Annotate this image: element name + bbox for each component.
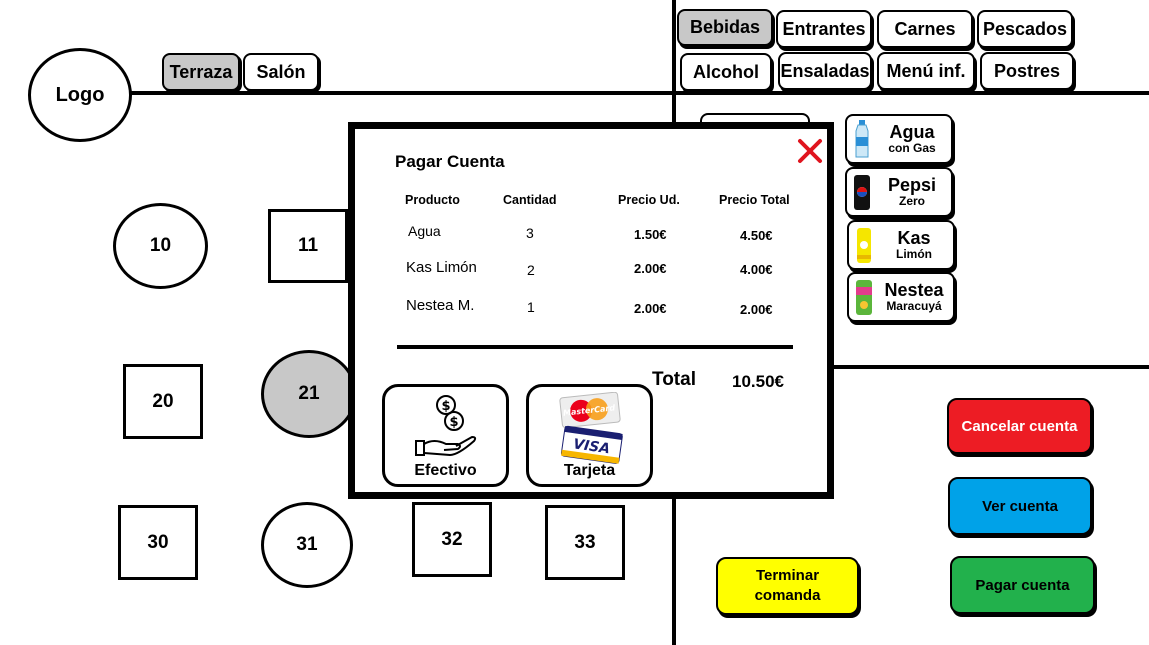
row-total-price: 2.00€ [740, 302, 773, 317]
category-pescados[interactable]: Pescados [977, 10, 1073, 48]
table-30[interactable]: 30 [118, 505, 198, 580]
category-alcohol[interactable]: Alcohol [680, 53, 772, 91]
product-subname: con Gas [888, 141, 936, 156]
product-name: Pepsi [887, 175, 937, 196]
water-bottle-icon [855, 120, 869, 158]
category-label: Carnes [894, 18, 956, 39]
category-bebidas[interactable]: Bebidas [677, 9, 773, 46]
row-product: Nestea M. [406, 297, 475, 314]
iced-tea-can-icon [856, 280, 872, 315]
logo: Logo [28, 48, 132, 142]
row-unit-price: 1.50€ [634, 227, 667, 242]
pay-cash-label: Efectivo [414, 462, 477, 479]
svg-text:$: $ [441, 399, 450, 414]
table-number: 10 [149, 235, 172, 256]
category-label: Pescados [982, 18, 1068, 39]
row-unit-price: 2.00€ [634, 261, 667, 276]
modal-title: Pagar Cuenta [395, 152, 505, 171]
cancel-account-button[interactable]: Cancelar cuenta [947, 398, 1092, 454]
table-33[interactable]: 33 [545, 505, 625, 580]
row-product: Kas Limón [406, 259, 477, 276]
pay-account-button[interactable]: Pagar cuenta [950, 556, 1095, 614]
row-quantity: 2 [527, 262, 535, 278]
table-number: 31 [296, 534, 318, 555]
product-name: Nestea [884, 280, 944, 301]
product-subname: Maracuyá [886, 299, 942, 314]
product-subname: Zero [898, 194, 925, 209]
row-total-price: 4.50€ [740, 228, 773, 243]
header-divider-right [672, 91, 1149, 95]
zone-tab-label: Terraza [169, 61, 233, 82]
view-account-label: Ver cuenta [982, 497, 1058, 515]
row-product: Agua [408, 223, 441, 239]
table-number: 33 [574, 531, 596, 553]
table-10[interactable]: 10 [113, 203, 208, 289]
table-number: 30 [147, 531, 169, 553]
table-21[interactable]: 21 [261, 350, 357, 438]
row-quantity: 3 [526, 225, 534, 241]
pay-cash-button[interactable]: $ $ Efectivo [382, 384, 509, 487]
cash-hand-icon: $ $ [415, 395, 477, 456]
category-postres[interactable]: Postres [980, 52, 1074, 90]
right-panel-divider [830, 365, 1149, 369]
view-account-button[interactable]: Ver cuenta [948, 477, 1092, 535]
total-value: 10.50€ [732, 372, 784, 391]
category-label: Bebidas [689, 17, 761, 37]
table-number: 11 [297, 235, 319, 256]
category-carnes[interactable]: Carnes [877, 10, 973, 48]
finish-order-label: Terminar comanda [754, 566, 821, 604]
column-header-unit-price: Precio Ud. [618, 193, 680, 207]
pay-account-modal: Pagar Cuenta Producto Cantidad Precio Ud… [348, 122, 834, 499]
column-header-product: Producto [405, 193, 460, 207]
column-header-total-price: Precio Total [719, 193, 790, 207]
table-number: 20 [152, 390, 174, 412]
category-label: Entrantes [782, 18, 866, 39]
category-menu-infantil[interactable]: Menú inf. [877, 52, 975, 90]
lemon-soda-icon [857, 228, 871, 263]
category-ensaladas[interactable]: Ensaladas [778, 52, 872, 90]
table-11[interactable]: 11 [268, 209, 348, 283]
zone-tab-label: Salón [256, 61, 306, 82]
logo-label: Logo [55, 83, 105, 106]
product-subname: Limón [896, 247, 932, 262]
cancel-account-label: Cancelar cuenta [961, 417, 1078, 435]
table-31[interactable]: 31 [261, 502, 353, 588]
credit-cards-icon: MasterCard VISA [559, 392, 623, 464]
svg-text:VISA: VISA [572, 436, 611, 457]
product-name: Kas [897, 228, 931, 249]
row-quantity: 1 [527, 299, 535, 315]
table-number: 32 [441, 528, 463, 550]
zone-tab-terraza[interactable]: Terraza [162, 53, 240, 91]
zone-tab-salon[interactable]: Salón [243, 53, 319, 91]
pay-card-button[interactable]: MasterCard VISA Tarjeta [526, 384, 653, 487]
table-20[interactable]: 20 [123, 364, 203, 439]
pay-card-label: Tarjeta [563, 462, 616, 479]
column-header-quantity: Cantidad [503, 193, 557, 207]
category-label: Postres [993, 60, 1061, 81]
table-number: 21 [298, 383, 320, 404]
header-divider-left [130, 91, 676, 95]
product-name: Agua [889, 122, 935, 143]
close-x-icon[interactable] [796, 137, 824, 165]
row-total-price: 4.00€ [740, 262, 773, 277]
total-separator [397, 345, 793, 349]
category-label: Alcohol [693, 61, 759, 82]
category-entrantes[interactable]: Entrantes [776, 10, 872, 48]
category-label: Ensaladas [780, 60, 870, 81]
soda-can-icon [854, 175, 870, 210]
table-32[interactable]: 32 [412, 502, 492, 577]
svg-text:$: $ [449, 415, 458, 430]
finish-order-button[interactable]: Terminar comanda [716, 557, 859, 615]
category-label: Menú inf. [886, 60, 966, 81]
total-label: Total [652, 369, 696, 390]
row-unit-price: 2.00€ [634, 301, 667, 316]
pay-account-label: Pagar cuenta [975, 576, 1070, 594]
